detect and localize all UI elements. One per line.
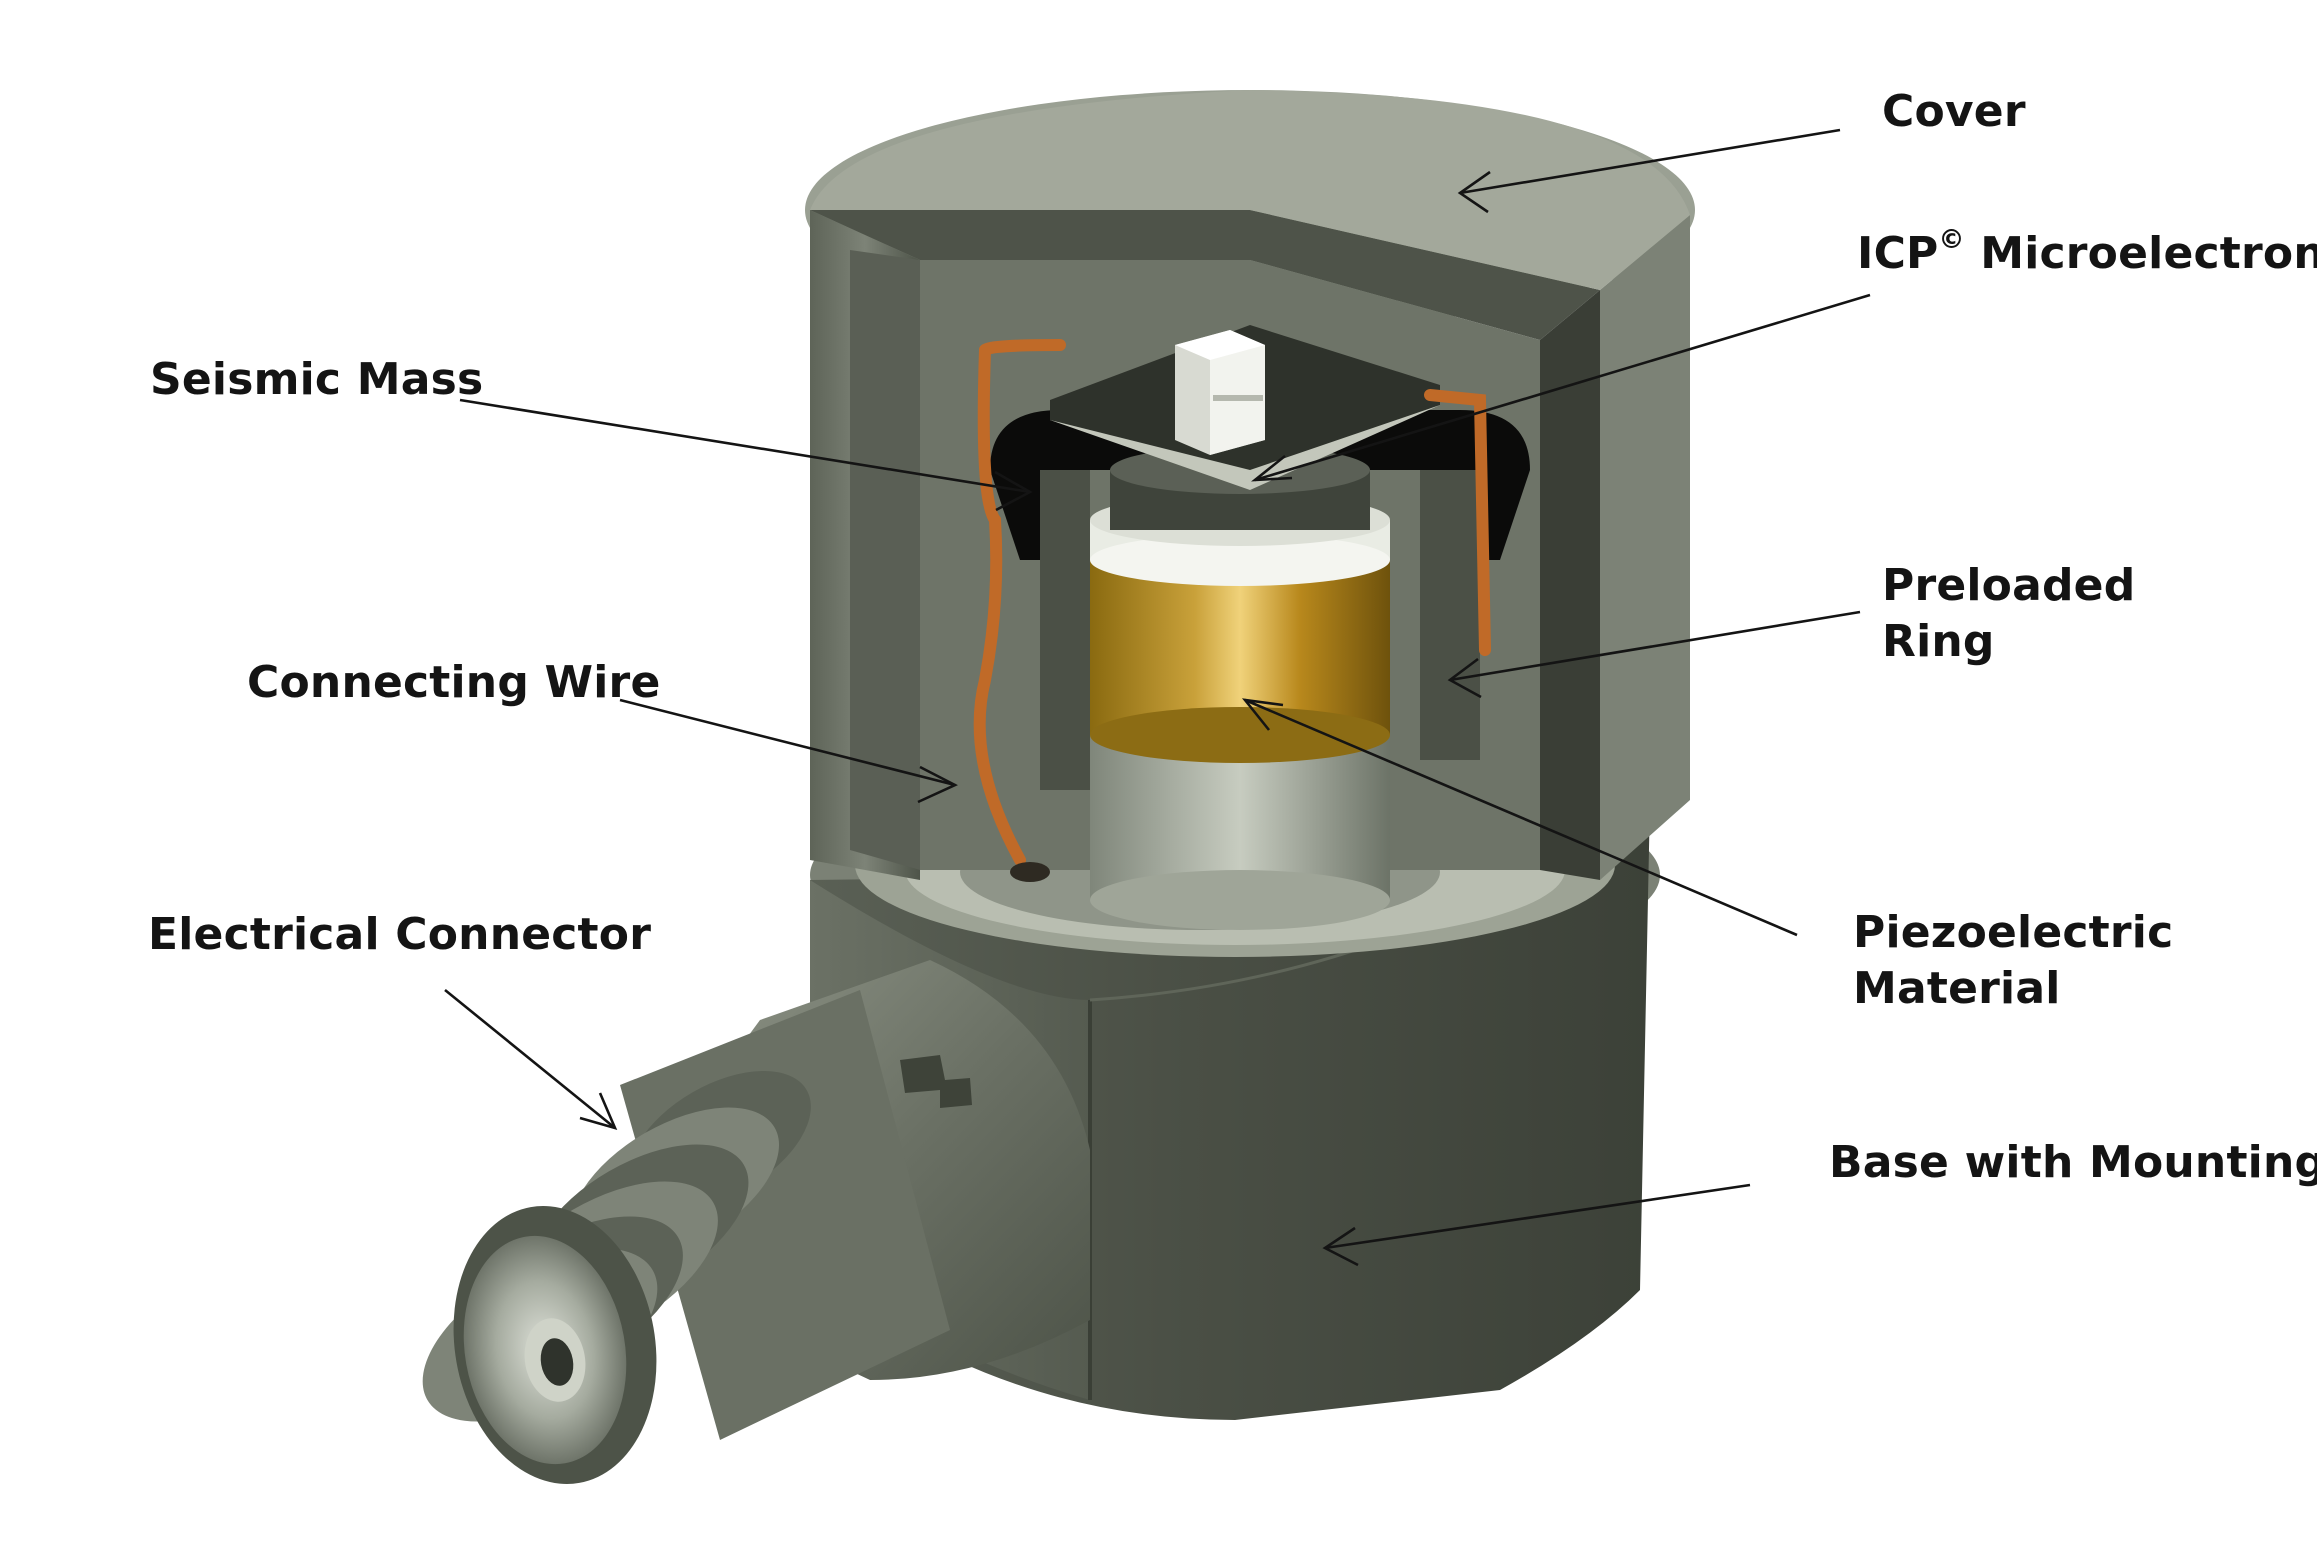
label-base-with-mounting: Base with Mounting — [1829, 1135, 2317, 1191]
label-seismic-mass: Seismic Mass — [150, 352, 483, 408]
label-piezo-line1: Piezoelectric — [1853, 907, 2174, 958]
electrical-connector — [422, 960, 1090, 1484]
label-icp-main: ICP — [1857, 228, 1939, 279]
leader-icp — [1251, 293, 1871, 482]
label-icp-mark: © — [1938, 225, 1965, 255]
preloaded-ring — [990, 410, 1530, 790]
label-icp-microelectronics: ICP© Microelectronics — [1857, 226, 2317, 282]
label-electrical-connector: Electrical Connector — [148, 907, 651, 963]
label-electrical-connector-text: Electrical Connector — [148, 909, 652, 960]
leader-electrical-connector — [444, 988, 618, 1131]
leader-seismic-mass — [459, 398, 1033, 512]
label-cover: Cover — [1882, 84, 2026, 140]
label-preloaded-line1: Preloaded — [1882, 560, 2136, 611]
label-seismic-mass-text: Seismic Mass — [150, 354, 484, 405]
label-piezoelectric-material: Piezoelectric Material — [1853, 905, 2173, 1017]
icp-microelectronics — [1175, 330, 1265, 455]
leader-cover — [1457, 128, 1841, 214]
leader-base — [1322, 1183, 1751, 1267]
label-connecting-wire: Connecting Wire — [247, 655, 661, 711]
label-connecting-wire-text: Connecting Wire — [247, 657, 661, 708]
label-cover-text: Cover — [1882, 86, 2026, 137]
leader-lines — [444, 128, 1871, 1267]
label-preloaded-line2: Ring — [1882, 616, 1995, 667]
label-preloaded-ring: Preloaded Ring — [1882, 558, 2135, 670]
label-icp-rest: Microelectronics — [1980, 228, 2317, 279]
label-base-text: Base with Mounting — [1829, 1137, 2317, 1188]
leader-connecting-wire — [619, 698, 958, 804]
leader-piezoelectric — [1241, 698, 1798, 937]
piezoelectric-material — [1090, 560, 1390, 735]
connecting-wire — [973, 339, 1491, 866]
label-piezo-line2: Material — [1853, 963, 2061, 1014]
sensing-stack — [1090, 446, 1390, 930]
leader-preloaded-ring — [1447, 610, 1861, 699]
